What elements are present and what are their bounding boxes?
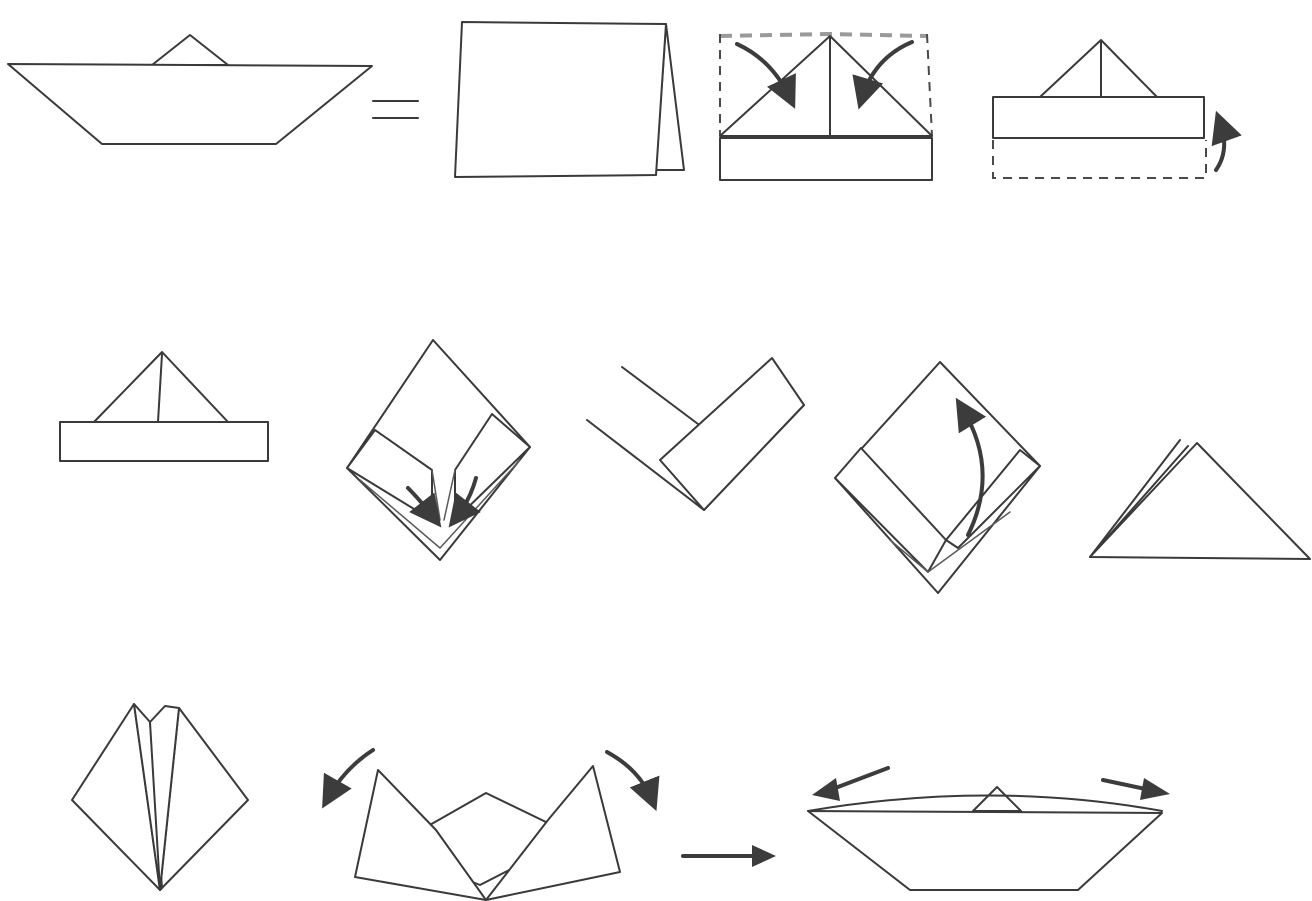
step-paper-hat xyxy=(60,352,268,461)
step-open-hat-into-square xyxy=(347,340,530,560)
step-open-into-diamond xyxy=(72,704,248,890)
equals-icon xyxy=(373,101,418,118)
step-fold-bottom-up xyxy=(835,362,1040,593)
straight-arrow-icon xyxy=(683,845,776,867)
step-triangle xyxy=(1090,440,1310,559)
curved-arrow-icon xyxy=(328,750,373,798)
step-finished-boat xyxy=(808,768,1170,890)
step-finished-boat-preview xyxy=(8,35,372,144)
curved-arrow-icon xyxy=(607,752,652,800)
curved-arrow-icon xyxy=(1216,122,1224,170)
straight-arrow-icon xyxy=(830,768,888,790)
step-fold-corners-to-center xyxy=(720,34,932,180)
step-folded-corner-detail xyxy=(587,358,804,510)
step-pull-points-apart xyxy=(328,750,652,900)
step-fold-bottom-strip-up xyxy=(993,40,1224,178)
step-folded-sheet xyxy=(455,22,684,177)
